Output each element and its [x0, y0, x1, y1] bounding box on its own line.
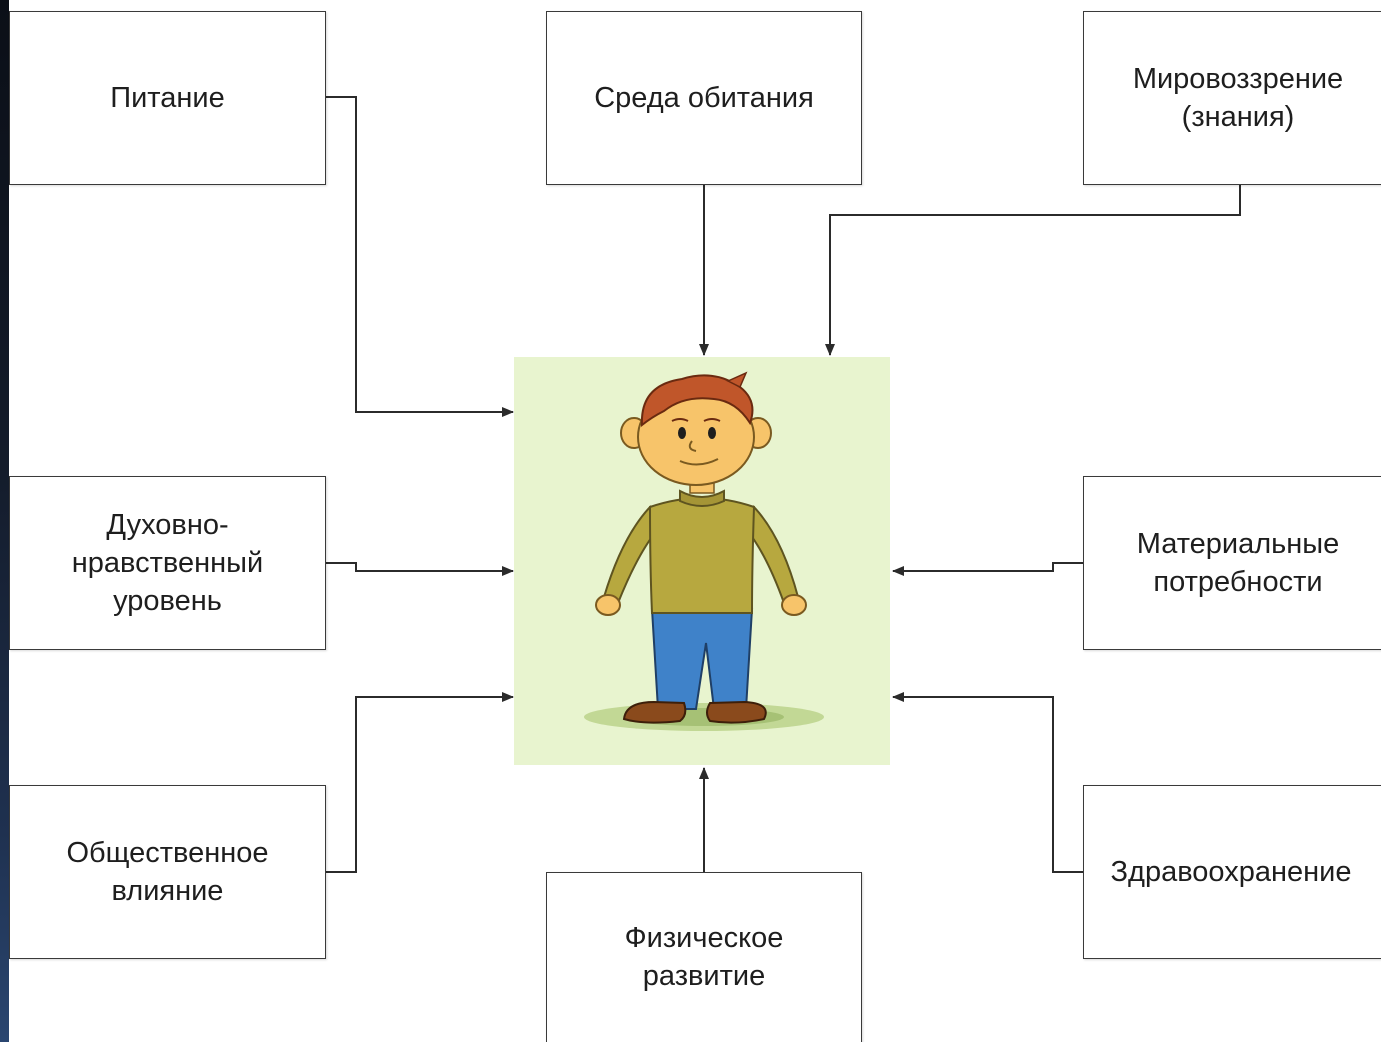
node-pitanie: Питание: [9, 11, 326, 185]
connector-zdravookhranenie: [892, 692, 1083, 873]
connector-pitanie: [326, 96, 514, 417]
node-fizicheskoe-razvitie: Физическое развитие: [546, 872, 862, 1042]
connector-materialnye: [892, 562, 1083, 576]
connector-mirovozzrenie: [825, 185, 1241, 356]
node-dukhovno-nravstvennyi: Духовно- нравственный уровень: [9, 476, 326, 650]
node-obshchestvennoe-vliyanie: Общественное влияние: [9, 785, 326, 959]
center-illustration-panel: [514, 357, 890, 765]
left-edge-strip: [0, 0, 9, 1042]
node-sreda-obitaniya: Среда обитания: [546, 11, 862, 185]
connector-obshchestvennoe: [326, 692, 514, 873]
node-mirovozzrenie: Мировоззрение (знания): [1083, 11, 1381, 185]
connector-dukhovno: [326, 562, 514, 576]
node-materialnye-potrebnosti: Материальные потребности: [1083, 476, 1381, 650]
node-zdravookhranenie: Здравоохранение: [1083, 785, 1381, 959]
boy-illustration: [584, 371, 824, 731]
